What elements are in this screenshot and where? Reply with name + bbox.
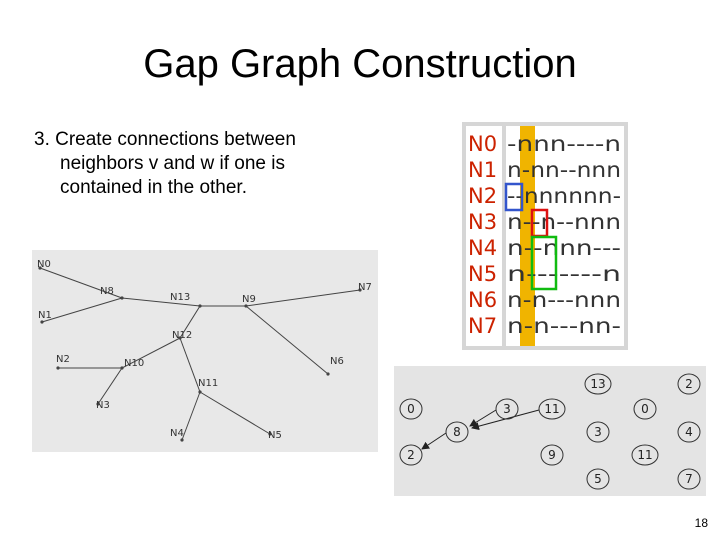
gap-node-11 [538,398,566,420]
matrix-row-pattern: n--n--nnn [507,210,621,234]
neighbor-matrix: N0 N1 N2 N3 N4 N5 N6 N7 -nnn----n n-nn--… [466,126,624,346]
graph-node-N0 [38,266,42,270]
gap-node-label: 0 [407,402,415,416]
green-containment-box [530,235,558,291]
matrix-row-pattern: n-nn--nnn [507,158,621,182]
matrix-row-pattern: -nnn----n [507,132,621,156]
gap-node-11b [631,444,659,466]
gap-node-9 [540,444,564,466]
gap-graph-edges [421,409,540,450]
gap-graph-nodes [399,373,701,490]
graph1-label-N6: N6 [330,356,344,367]
graph-node-N11 [198,390,202,394]
neighbor-matrix-panel: N0 N1 N2 N3 N4 N5 N6 N7 -nnn----n n-nn--… [462,122,628,350]
graph1-label-N12: N12 [172,330,192,341]
gap-node-label: 4 [685,425,693,439]
graph-node-N12 [178,336,182,340]
graph1-label-N4: N4 [170,428,184,439]
gap-node-2 [677,373,701,395]
bullet-line-3: contained in the other. [60,177,247,198]
gap-node-label: 9 [548,448,556,462]
graph1-label-N0: N0 [37,259,51,270]
gap-node-0b [633,398,657,420]
graph1-edges [39,267,361,441]
neighbor-graph-panel: N0 N8 N13 N9 N7 N1 N12 N2 N10 N6 N11 N3 … [32,250,378,452]
matrix-row-label: N0 [468,132,497,156]
graph1-nodes [38,266,362,442]
bullet-text: 3. Create connections between neighbors … [34,128,364,200]
graph-node-N5 [268,432,272,436]
gap-node-label: 3 [503,402,511,416]
graph1-label-N1: N1 [38,310,52,321]
graph-node-N1 [40,320,44,324]
gap-node-13 [584,373,612,395]
matrix-row-label: N5 [468,262,497,286]
gap-node-label: 11 [637,448,652,462]
gap-node-label: 2 [685,377,693,391]
matrix-row-pattern: --nnnnnn- [507,184,621,208]
gap-node-8 [445,421,469,443]
neighbor-graph: N0 N8 N13 N9 N7 N1 N12 N2 N10 N6 N11 N3 … [37,259,372,442]
matrix-highlight-column [520,126,535,346]
graph1-label-N8: N8 [100,286,114,297]
gap-node-label: 13 [590,377,605,391]
graph1-label-N11: N11 [198,378,218,389]
graph1-label-N9: N9 [242,294,256,305]
gap-node-5 [586,468,610,490]
gap-node-label: 8 [453,425,461,439]
graph-node-N8 [120,296,124,300]
matrix-row-label: N3 [468,210,497,234]
matrix-row-pattern: n--nnn--- [507,236,621,260]
gap-node-3 [495,398,519,420]
graph-node-N3 [96,402,100,406]
graph-node-N10 [120,366,124,370]
matrix-label-column [466,126,502,346]
matrix-row-pattern: n-------n [507,262,621,286]
matrix-row-label: N6 [468,288,497,312]
gap-graph: 13 2 0 3 11 0 8 3 4 2 9 11 5 7 [399,373,701,490]
gap-node-3b [586,421,610,443]
bullet-line-2: neighbors v and w if one is [60,153,285,174]
matrix-row-pattern: n-n---nn- [507,314,621,338]
matrix-row-label: N7 [468,314,497,338]
gap-node-label: 3 [594,425,602,439]
graph1-label-N13: N13 [170,292,190,303]
gap-node-label: 7 [685,472,693,486]
gap-graph-panel: 13 2 0 3 11 0 8 3 4 2 9 11 5 7 [394,366,706,496]
gap-node-label: 2 [407,448,415,462]
slide-title: Gap Graph Construction [143,42,577,86]
matrix-row-label: N4 [468,236,497,260]
graph-node-N9 [244,304,248,308]
gap-node-label: 0 [641,402,649,416]
graph1-label-N10: N10 [124,358,144,369]
bullet-line-1: 3. Create connections between [34,129,296,150]
gap-node-4 [677,421,701,443]
blue-containment-box [504,182,524,212]
graph-node-N4 [180,438,184,442]
graph1-label-N3: N3 [96,400,110,411]
graph-node-N13 [198,304,202,308]
graph1-label-N7: N7 [358,282,372,293]
matrix-row-pattern: n-n---nnn [507,288,621,312]
matrix-row-label: N2 [468,184,497,208]
graph-node-N6 [326,372,330,376]
matrix-row-label: N1 [468,158,497,182]
graph1-label-N5: N5 [268,430,282,441]
gap-node-0 [399,398,423,420]
page-number: 18 [694,516,708,530]
graph-node-N7 [358,288,362,292]
gap-node-label: 5 [594,472,602,486]
gap-node-7 [677,468,701,490]
graph1-label-N2: N2 [56,354,70,365]
gap-node-label: 11 [544,402,559,416]
graph-node-N2 [56,366,60,370]
gap-node-2b [399,444,423,466]
